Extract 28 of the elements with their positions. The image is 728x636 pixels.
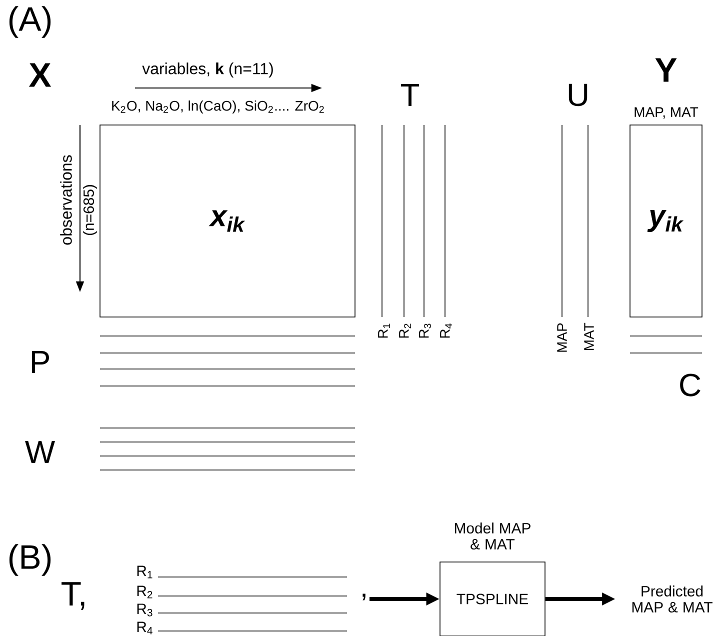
node-label: MAP, MAT [634, 107, 698, 119]
matrix-letter: U [568, 84, 588, 106]
node-label: Y [655, 58, 677, 82]
matrix-letter: P [32, 351, 49, 374]
model-box: Model MAP & MAT TPSPLINE [440, 522, 546, 636]
column-label: R$_{1}$ [378, 324, 390, 338]
output-text: Predicted MAP & MAT [632, 586, 712, 612]
column-label: R$_{3}$ [419, 324, 431, 338]
node-label: Model MAP & MAT [455, 522, 530, 550]
node-label: X [28, 63, 52, 87]
matrix-letter: C [680, 374, 700, 396]
column-label: R$_{2}$ [399, 324, 411, 338]
matrix-letter: T, [62, 582, 84, 610]
panel-label: (B) [9, 544, 51, 576]
row-label: R$_{4}$ [137, 622, 152, 634]
column-label: MAT [584, 322, 594, 350]
matrix-box: Y MAP, MAT y$_{ik}$ [630, 58, 702, 318]
row-label: R$_{1}$ [137, 566, 152, 578]
matrix-letter: T [400, 84, 420, 106]
panel-label: (A) [9, 6, 51, 38]
axis-label: variables, k (n=11) [142, 62, 273, 78]
column-label: MAP [557, 323, 567, 352]
row-label: R$_{2}$ [137, 586, 152, 598]
column-label: R$_{4}$ [440, 324, 452, 338]
axis-label: observations [60, 155, 72, 245]
row-label: R$_{3}$ [137, 604, 152, 616]
matrix-letter: W [25, 441, 55, 464]
comma: , [362, 594, 366, 600]
